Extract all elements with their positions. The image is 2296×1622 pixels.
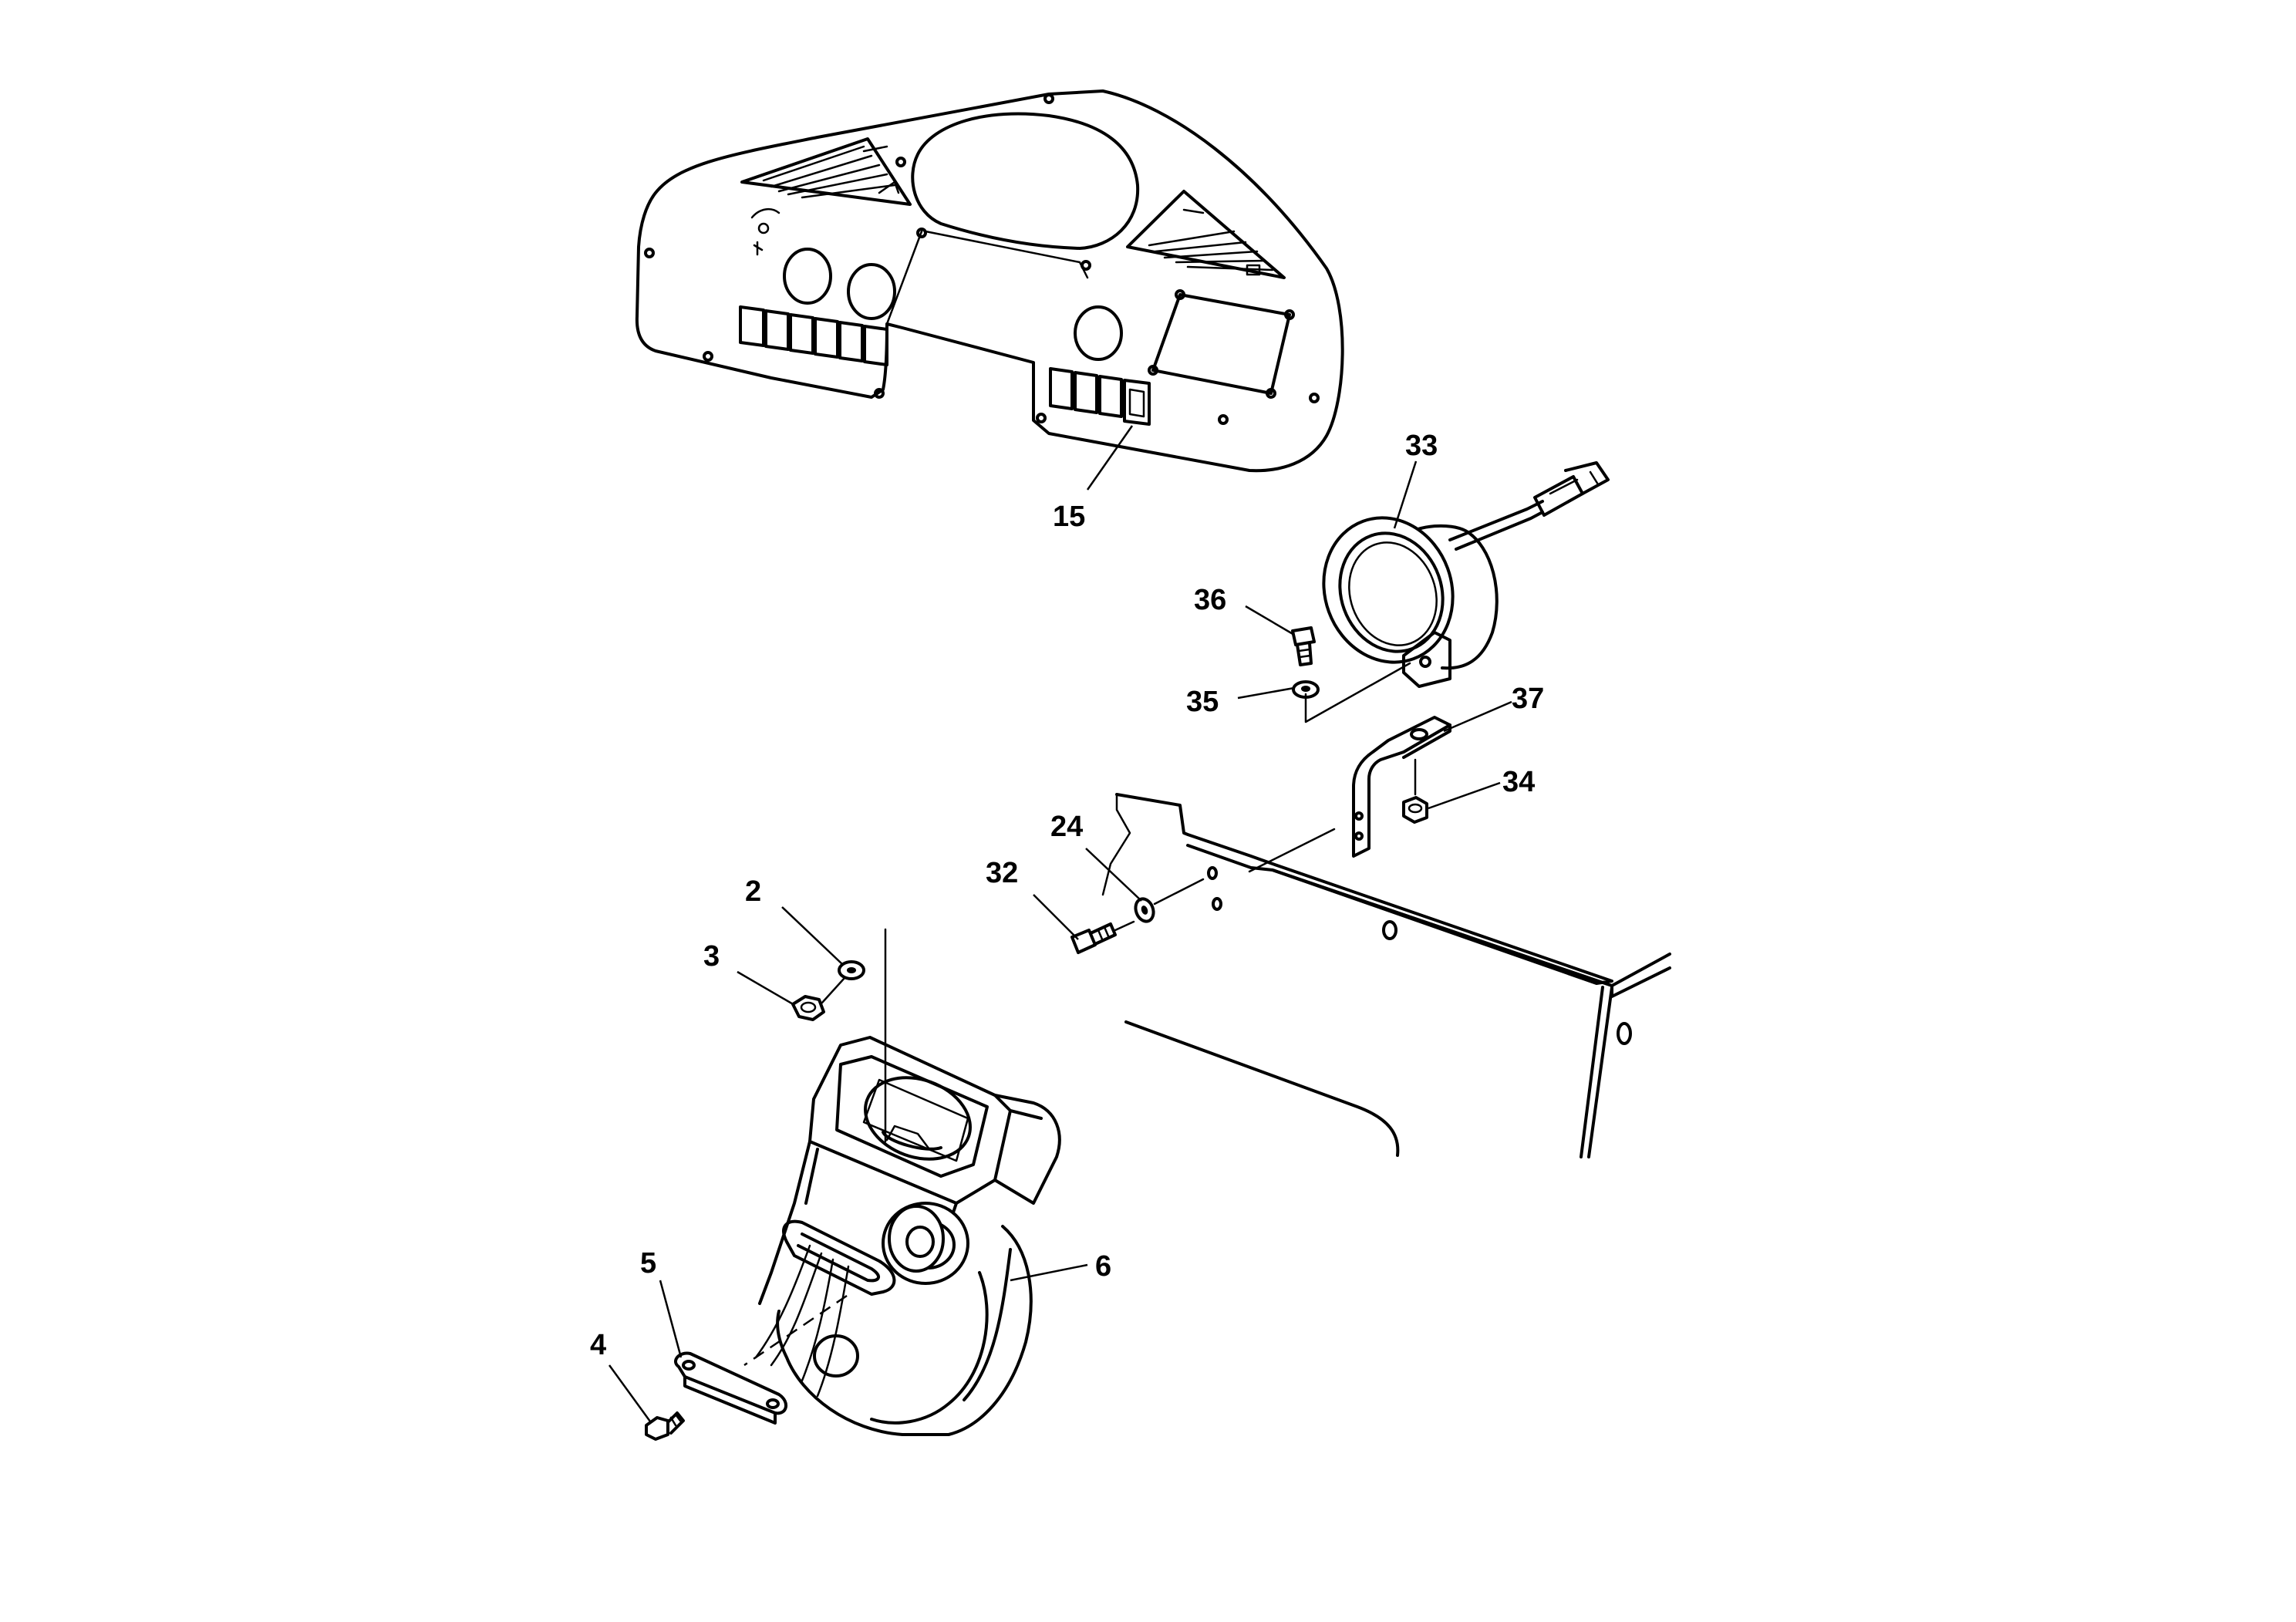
gauge-hole bbox=[847, 263, 896, 320]
ignition-symbol bbox=[750, 207, 781, 256]
callout-3: 3 bbox=[703, 940, 720, 973]
callout-2: 2 bbox=[745, 875, 761, 908]
callout-6: 6 bbox=[1095, 1250, 1111, 1283]
nut-34 bbox=[1402, 796, 1428, 824]
column-housing bbox=[743, 1036, 1061, 1436]
assembly-line-light bbox=[1304, 662, 1411, 723]
callout-35: 35 bbox=[1186, 686, 1219, 718]
gauge-hole bbox=[1074, 305, 1123, 361]
callout-4: 4 bbox=[590, 1329, 606, 1361]
callout-15: 15 bbox=[1053, 501, 1085, 533]
work-light bbox=[1322, 461, 1610, 688]
warning-decal-right bbox=[1126, 190, 1286, 279]
assembly-line-bracket bbox=[1248, 758, 1417, 873]
cable-connector bbox=[1533, 461, 1610, 517]
dashboard-panel bbox=[635, 89, 1344, 473]
switch-row-left bbox=[739, 305, 888, 366]
warning-decal-left bbox=[740, 137, 912, 206]
display-frame bbox=[1148, 289, 1295, 399]
callout-33: 33 bbox=[1405, 430, 1438, 462]
callout-5: 5 bbox=[640, 1247, 656, 1280]
callout-24: 24 bbox=[1050, 811, 1083, 843]
callout-32: 32 bbox=[986, 857, 1018, 889]
washer-24 bbox=[1134, 897, 1155, 923]
callout-37: 37 bbox=[1512, 683, 1544, 715]
switch-row-right bbox=[1049, 367, 1151, 426]
bolt-36 bbox=[1291, 626, 1316, 666]
callout-34: 34 bbox=[1502, 766, 1535, 798]
leader-lines bbox=[608, 425, 1512, 1422]
nut-3 bbox=[791, 995, 825, 1021]
screw-32 bbox=[1070, 922, 1117, 954]
bracket-37 bbox=[1352, 716, 1451, 858]
flange-plate-5 bbox=[674, 1351, 787, 1425]
gauge-hole bbox=[783, 248, 832, 305]
assembly-line-screw bbox=[1114, 878, 1205, 932]
screw-4 bbox=[645, 1411, 685, 1441]
washer-2 bbox=[838, 960, 865, 980]
body-panel bbox=[1101, 793, 1671, 1158]
panel-screw-holes bbox=[644, 93, 1320, 425]
callout-36: 36 bbox=[1194, 584, 1226, 616]
